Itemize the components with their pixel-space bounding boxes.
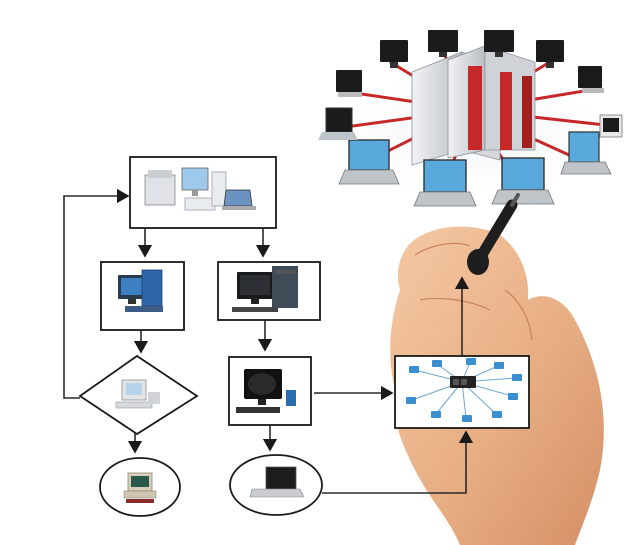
network-hub-icon [406, 358, 522, 422]
client-monitor-icon [336, 70, 362, 97]
node-desktop-black [217, 261, 321, 321]
flow-connectors [63, 188, 474, 494]
desktop-computer-icon [118, 269, 163, 312]
node-old-pc [99, 457, 181, 517]
old-pc-icon [123, 472, 157, 503]
server-hub [305, 30, 635, 207]
client-monitor-icon [536, 40, 564, 68]
workstation-icon [236, 369, 296, 413]
client-laptop-icon [413, 159, 477, 207]
node-office-equipment [129, 156, 277, 229]
node-network-hub [394, 355, 530, 429]
retro-computer-icon [115, 379, 160, 409]
client-monitor-icon [428, 30, 458, 57]
server-rack-icon [411, 45, 536, 166]
client-laptop-icon [560, 131, 612, 175]
laptop-icon [249, 466, 305, 498]
client-laptop-icon [491, 157, 555, 205]
node-laptop [229, 454, 323, 516]
node-desktop-blue [100, 261, 185, 331]
client-laptop-icon [338, 139, 400, 185]
office-equipment-icon [144, 167, 256, 211]
client-monitor-icon [578, 66, 604, 93]
client-computers [318, 30, 623, 207]
client-monitor-icon [380, 40, 408, 68]
desktop-computer-icon [232, 266, 298, 312]
node-workstation [228, 356, 312, 426]
node-decision-computer [78, 354, 199, 436]
client-laptop-icon [318, 107, 358, 140]
client-monitor-icon [599, 114, 623, 138]
client-monitor-icon [484, 30, 514, 57]
marker-icon [467, 193, 520, 275]
